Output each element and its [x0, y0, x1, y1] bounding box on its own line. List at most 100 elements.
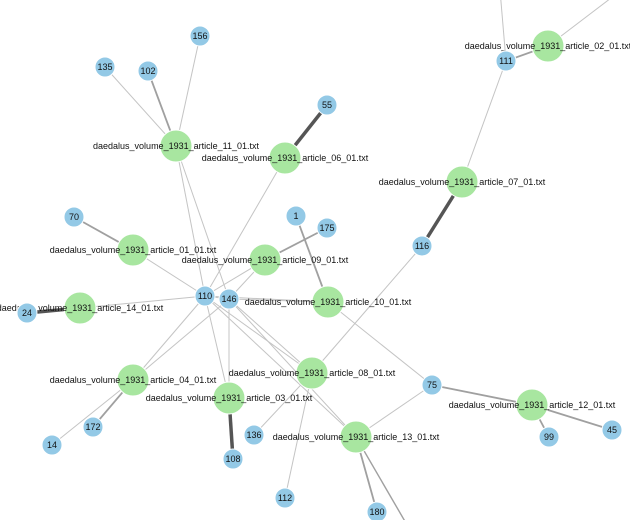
node-circle[interactable] — [248, 243, 282, 277]
number-node-n14[interactable]: 14 — [41, 434, 63, 456]
number-node-n111[interactable]: 111 — [495, 50, 517, 72]
node-circle[interactable] — [222, 448, 244, 470]
node-circle[interactable] — [316, 217, 338, 239]
node-circle[interactable] — [116, 233, 150, 267]
node-label: 102 — [140, 66, 155, 76]
node-label: 1 — [293, 211, 298, 221]
node-circle[interactable] — [137, 60, 159, 82]
number-node-n55[interactable]: 55 — [316, 94, 338, 116]
edge-a11-n110 — [175, 145, 206, 297]
node-circle[interactable] — [601, 419, 623, 441]
number-node-n110[interactable]: 110 — [194, 285, 216, 307]
document-node-a08[interactable]: daedalus_volume_1931_article_08_01.txt — [229, 356, 396, 390]
node-circle[interactable] — [311, 285, 345, 319]
document-node-a13[interactable]: daedalus_volume_1931_article_13_01.txt — [273, 420, 440, 454]
node-circle[interactable] — [274, 487, 296, 509]
node-circle[interactable] — [189, 25, 211, 47]
node-circle[interactable] — [295, 356, 329, 390]
node-circle[interactable] — [495, 50, 517, 72]
edge-a08-n146 — [228, 298, 313, 374]
number-node-n112[interactable]: 112 — [274, 487, 296, 509]
node-label: 110 — [198, 291, 212, 301]
node-label: 24 — [22, 308, 32, 318]
document-node-a11[interactable]: daedalus_volume_1931_article_11_01.txt — [93, 129, 259, 163]
node-circle[interactable] — [538, 426, 560, 448]
node-label: 70 — [69, 212, 79, 222]
number-node-n1[interactable]: 1 — [285, 205, 307, 227]
node-circle[interactable] — [16, 302, 38, 324]
document-node-a09[interactable]: daedalus_volume_1931_article_09_01.txt — [182, 243, 349, 277]
node-circle[interactable] — [159, 129, 193, 163]
node-circle[interactable] — [339, 420, 373, 454]
node-label: 99 — [544, 432, 554, 442]
node-circle[interactable] — [41, 434, 63, 456]
node-circle[interactable] — [316, 94, 338, 116]
edge-a04-n14 — [51, 379, 134, 446]
number-node-n116[interactable]: 116 — [411, 235, 433, 257]
node-circle[interactable] — [63, 291, 97, 325]
edge-a11-n135 — [104, 66, 177, 147]
node-label: 55 — [322, 100, 332, 110]
node-circle[interactable] — [116, 363, 150, 397]
number-node-n175[interactable]: 175 — [316, 217, 338, 239]
node-circle[interactable] — [194, 285, 216, 307]
node-label: daedalus_volume_1931_article_13_01.txt — [273, 432, 440, 442]
document-node-a07[interactable]: daedalus_volume_1931_article_07_01.txt — [379, 165, 546, 199]
document-node-a06[interactable]: daedalus_volume_1931_article_06_01.txt — [202, 141, 369, 175]
node-circle[interactable] — [212, 381, 246, 415]
number-node-n99[interactable]: 99 — [538, 426, 560, 448]
document-node-a04[interactable]: daedalus_volume_1931_article_04_01.txt — [50, 363, 217, 397]
document-node-a01[interactable]: daedalus_volume_1931_article_01_01.txt — [50, 233, 217, 267]
number-node-n180[interactable]: 180 — [366, 501, 388, 520]
node-label: daedalus_volume_1931_article_12_01.txt — [449, 400, 616, 410]
number-node-n156[interactable]: 156 — [189, 25, 211, 47]
node-label: daedalus_volume_1931_article_03_01.txt — [146, 393, 313, 403]
node-label: daedalus_volume_1931_article_04_01.txt — [50, 375, 217, 385]
number-node-n75[interactable]: 75 — [421, 374, 443, 396]
node-label: 156 — [192, 31, 207, 41]
edge-n116-a08 — [311, 245, 423, 374]
number-node-n102[interactable]: 102 — [137, 60, 159, 82]
number-node-n136[interactable]: 136 — [243, 424, 265, 446]
number-node-n70[interactable]: 70 — [63, 206, 85, 228]
node-circle[interactable] — [445, 165, 479, 199]
number-node-n146[interactable]: 146 — [218, 288, 240, 310]
edge-offscreen-n111 — [500, 0, 507, 62]
number-node-n45[interactable]: 45 — [601, 419, 623, 441]
number-node-n135[interactable]: 135 — [94, 56, 116, 78]
node-circle[interactable] — [366, 501, 388, 520]
document-node-a10[interactable]: daedalus_volume_1931_article_10_01.txt — [245, 285, 412, 319]
edge-a07-n111 — [461, 60, 507, 183]
edge-a12-n75 — [431, 384, 533, 406]
node-circle[interactable] — [94, 56, 116, 78]
document-node-a02[interactable]: daedalus_volume_1931_article_02_01.txt — [465, 29, 630, 63]
node-circle[interactable] — [268, 141, 302, 175]
node-circle[interactable] — [63, 206, 85, 228]
node-label: daedalus_volume_1931_article_06_01.txt — [202, 153, 369, 163]
document-node-a14[interactable]: daedalus_volume_1931_article_14_01.txt — [0, 291, 164, 325]
node-label: daedalus_volume_1931_article_01_01.txt — [50, 245, 217, 255]
node-circle[interactable] — [531, 29, 565, 63]
node-circle[interactable] — [285, 205, 307, 227]
document-node-a12[interactable]: daedalus_volume_1931_article_12_01.txt — [449, 388, 616, 422]
document-node-a03[interactable]: daedalus_volume_1931_article_03_01.txt — [146, 381, 313, 415]
edge-a04-n110 — [132, 295, 206, 381]
node-circle[interactable] — [411, 235, 433, 257]
node-label: 135 — [97, 62, 112, 72]
number-node-n172[interactable]: 172 — [82, 416, 104, 438]
edge-a04-n146 — [132, 298, 230, 381]
node-label: daedalus_volume_1931_article_07_01.txt — [379, 177, 546, 187]
node-circle[interactable] — [515, 388, 549, 422]
node-layer: daedalus_volume_1931_article_02_01.txtda… — [0, 25, 630, 520]
node-circle[interactable] — [421, 374, 443, 396]
number-node-n24[interactable]: 24 — [16, 302, 38, 324]
edge-a14-n110 — [79, 295, 206, 309]
node-circle[interactable] — [218, 288, 240, 310]
node-circle[interactable] — [243, 424, 265, 446]
node-circle[interactable] — [82, 416, 104, 438]
edge-a13-n146 — [228, 298, 357, 438]
number-node-n108[interactable]: 108 — [222, 448, 244, 470]
edge-a08-n112 — [284, 372, 313, 499]
node-label: 112 — [278, 493, 292, 503]
